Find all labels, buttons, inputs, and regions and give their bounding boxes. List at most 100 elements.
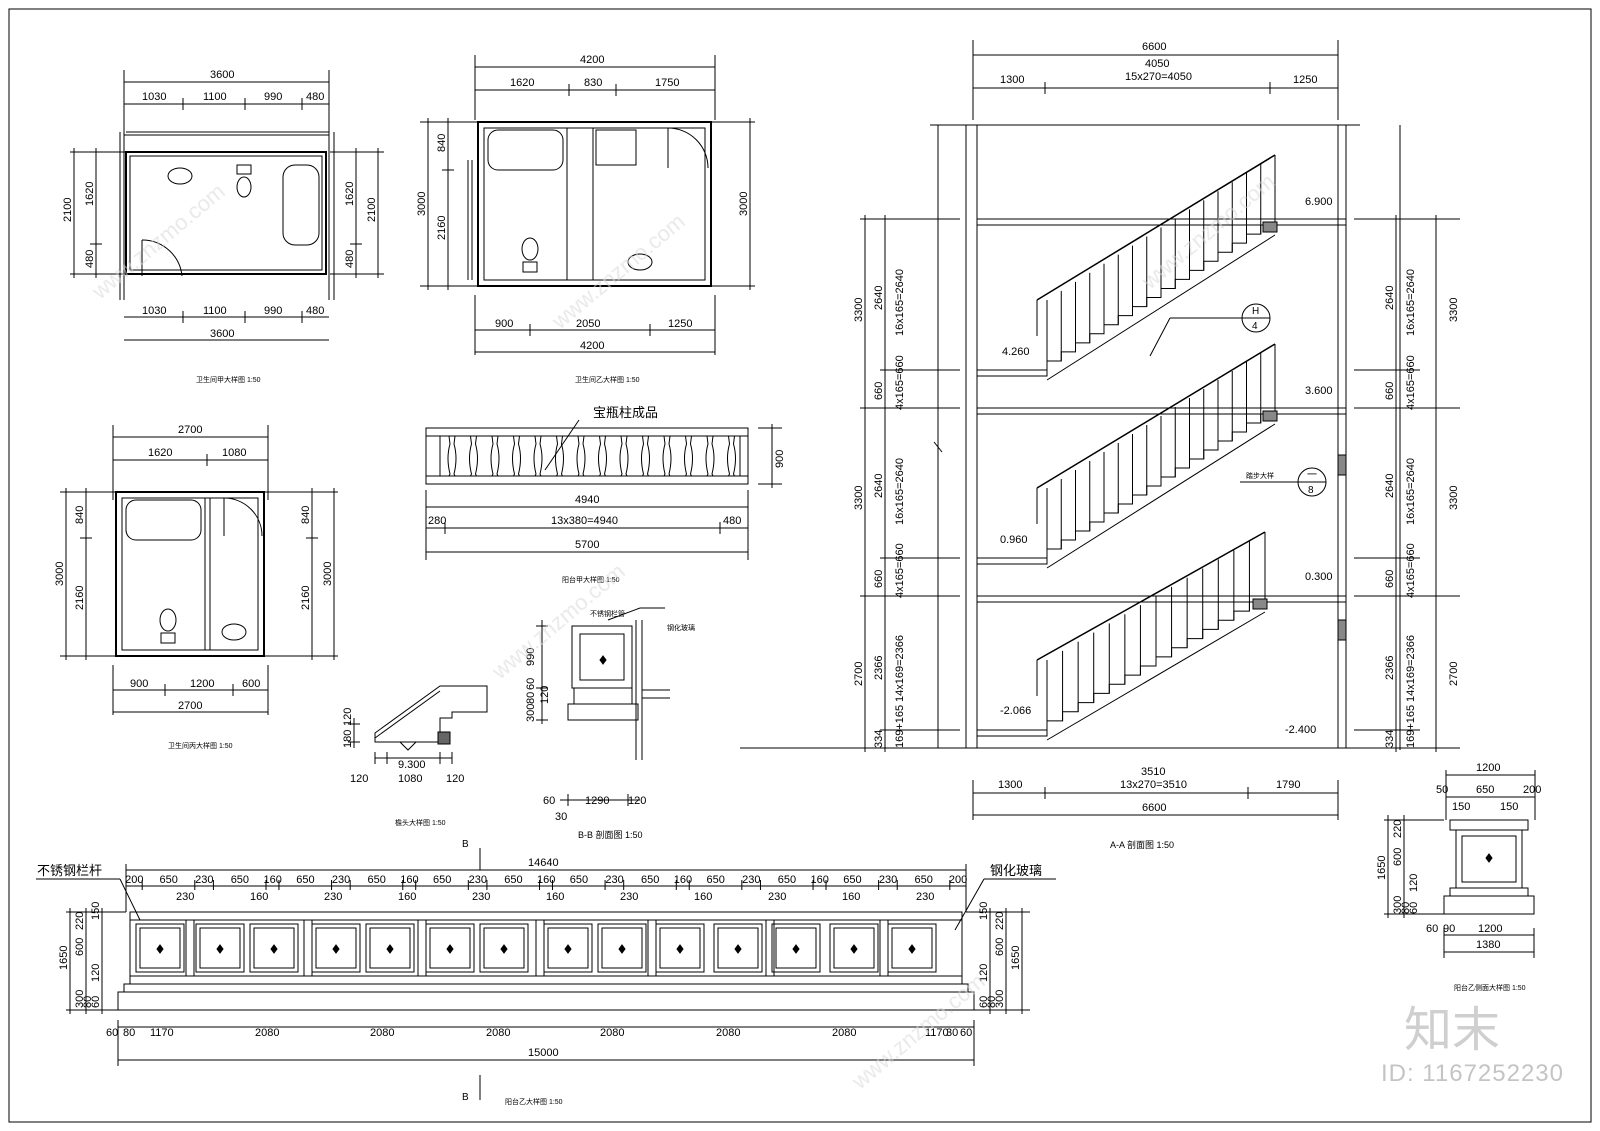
sec-left-660f-b: 4x165=660 (894, 543, 906, 598)
bath-b-left-1: 840 (436, 134, 448, 152)
rail-bottom-dim: 2080 (370, 1027, 394, 1039)
eave-h1: 180 (342, 730, 354, 748)
stair-flights (1036, 154, 1278, 741)
rail-bottom-dim: 60 (106, 1027, 118, 1039)
stair-handrail (1036, 343, 1276, 489)
rail-mark-b-bot: B (462, 1092, 469, 1103)
rail-sub-dim: 230 (916, 891, 934, 903)
bb-h3: 80 (525, 692, 537, 704)
bb-w3: 120 (628, 795, 646, 807)
sec-left-3300b: 3300 (853, 486, 865, 510)
level-m2066: -2.066 (1000, 705, 1031, 717)
rail-glass-panel (195, 923, 245, 973)
rail-glass-mark (676, 944, 684, 954)
side-title: 阳台乙侧面大样图 1:50 (1454, 983, 1526, 992)
rail-segment-dim: 650 (433, 874, 451, 886)
watermark-text-3: www.znzmo.com (1136, 169, 1279, 295)
sec-left-formula-a: 16x165=2640 (894, 269, 906, 336)
rail-right-80: 80 (986, 996, 998, 1008)
rail-bottom-dim: 1170 (925, 1027, 949, 1039)
sec-left-660f-a: 4x165=660 (894, 355, 906, 410)
rail-sub-dim: 230 (620, 891, 638, 903)
rail-segment-dim: 200 (125, 874, 143, 886)
stair-landing-beam (1252, 598, 1268, 610)
rail-glass-panel (713, 923, 763, 973)
rail-segment-dim: 650 (159, 874, 177, 886)
sec-left-660a: 660 (873, 382, 885, 400)
side-bot-2: 90 (1443, 923, 1455, 935)
bath-a-left-2: 480 (84, 250, 96, 268)
bath-c-left-1: 840 (74, 506, 86, 524)
bath-b-title: 卫生间乙大样图 1:50 (575, 375, 640, 384)
sec-left-2366: 2366 (873, 656, 885, 680)
rail-glass-inner (315, 927, 357, 969)
baluster-post (662, 435, 672, 477)
sec-right-3300a: 3300 (1448, 298, 1460, 322)
rail-glass-inner (891, 927, 933, 969)
rail-bottom-dim: 2080 (486, 1027, 510, 1039)
rail-glass-mark (850, 944, 858, 954)
rail-glass-inner (199, 927, 241, 969)
rail-glass-inner (659, 927, 701, 969)
bath-a-right-total: 2100 (366, 198, 378, 222)
bath-a-plan (70, 70, 384, 341)
bath-b-bot-1: 900 (495, 318, 513, 330)
bath-c-top-total: 2700 (178, 424, 202, 436)
bath-c-bot-total: 2700 (178, 700, 202, 712)
rail-label-left: 不锈钢栏杆 (37, 863, 102, 878)
stair-handrail (1036, 154, 1276, 301)
baluster-post (598, 435, 607, 477)
level-3600: 3.600 (1305, 385, 1333, 397)
rail-bot-total: 15000 (528, 1047, 559, 1059)
rail-segment-dim: 650 (915, 874, 933, 886)
side-h5: 60 (1408, 902, 1420, 914)
rail-mark-b-top: B (462, 839, 469, 850)
rail-bottom-dim: 1170 (150, 1027, 174, 1039)
rail-left-80: 80 (82, 996, 94, 1008)
bath-b-bot-2: 2050 (576, 318, 600, 330)
rail-left-300: 300 (74, 990, 86, 1008)
rail-segment-dim: 160 (400, 874, 418, 886)
rail-segment-dim: 200 (949, 874, 967, 886)
rail-bottom-dim: 2080 (716, 1027, 740, 1039)
bath-a-bot-total: 3600 (210, 328, 234, 340)
rail-right-220: 220 (994, 912, 1006, 930)
sec-left-334: 334 (873, 730, 885, 748)
rail-glass-mark (564, 944, 572, 954)
rail-right-1650: 1650 (1010, 946, 1022, 970)
sec-right-2700: 2700 (1448, 662, 1460, 686)
bb-w1: 60 (543, 795, 555, 807)
bb-h1: 990 (525, 648, 537, 666)
callout-2-top: 一 (1307, 470, 1317, 481)
rail-glass-mark (216, 944, 224, 954)
rail-segment-dim: 650 (231, 874, 249, 886)
baluster-post (512, 435, 521, 477)
rail-bottom-dim: 80 (123, 1027, 135, 1039)
level-4260: 4.260 (1002, 346, 1030, 358)
baluster-post (576, 435, 586, 477)
sec-right-660b: 660 (1384, 570, 1396, 588)
baluster-left: 280 (428, 515, 446, 527)
rail-glass-panel (365, 923, 415, 973)
baluster-post (727, 435, 736, 477)
rail-glass-mark (156, 944, 164, 954)
bath-b-right-total: 3000 (738, 192, 750, 216)
baluster-title: 阳台甲大样图 1:50 (562, 575, 620, 584)
section-top-left: 1300 (1000, 74, 1024, 86)
level-6900: 6.900 (1305, 196, 1333, 208)
sec-left-3300a: 3300 (853, 298, 865, 322)
baluster-post (469, 435, 478, 477)
bb-label-top: 不锈钢栏管 (590, 609, 625, 618)
bath-a-top-3: 990 (264, 91, 282, 103)
rail-right-600: 600 (994, 938, 1006, 956)
rail-top-total: 14640 (528, 857, 559, 869)
bath-a-left-total: 2100 (62, 198, 74, 222)
rail-panels (135, 919, 937, 977)
rail-segment-dim: 230 (879, 874, 897, 886)
section-bot-right: 1790 (1276, 779, 1300, 791)
eave-w3: 120 (446, 773, 464, 785)
baluster-posts (447, 435, 736, 477)
side-top-total: 1200 (1476, 762, 1500, 774)
level-0300: 0.300 (1305, 571, 1333, 583)
